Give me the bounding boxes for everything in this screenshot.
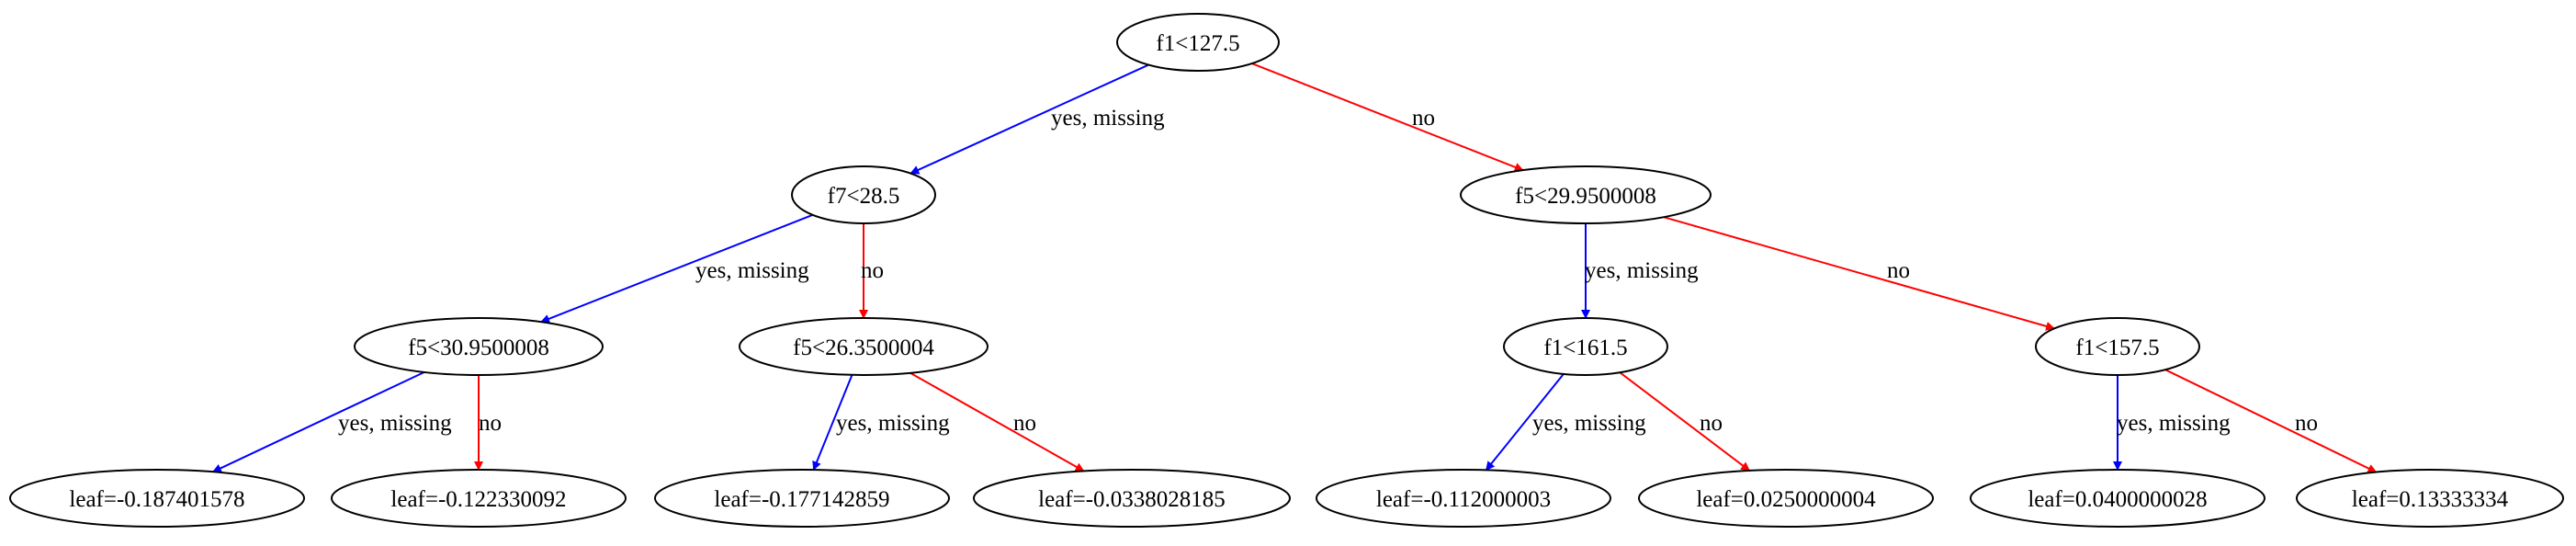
edge-n2-n5: yes, missing	[1581, 223, 1699, 319]
leaf-node: leaf=-0.177142859	[654, 469, 950, 528]
edge-label: yes, missing	[695, 258, 809, 283]
node-ellipse	[1503, 317, 1668, 376]
node-ellipse	[354, 317, 604, 376]
node-label: f1<127.5	[1156, 31, 1239, 56]
edge-n6-n14: no	[2164, 369, 2378, 473]
edge-arrow-no	[1251, 63, 1524, 172]
edge-n3-n7: yes, missing	[211, 370, 452, 473]
leaf-node: leaf=-0.0338028185	[973, 469, 1291, 528]
edge-label: no	[1013, 411, 1036, 436]
node-label: f1<157.5	[2075, 336, 2159, 360]
leaf-node: leaf=-0.187401578	[9, 469, 305, 528]
edge-label: no	[1412, 106, 1435, 131]
edges-layer: yes, missing no yes, missing no yes, missing…	[211, 63, 2378, 473]
edge-label: no	[1887, 258, 1910, 283]
split-node: f1<127.5	[1116, 13, 1280, 72]
edge-label: yes, missing	[1532, 411, 1646, 436]
split-node: f1<161.5	[1503, 317, 1668, 376]
edge-arrow-yes	[910, 63, 1149, 175]
edge-n1-n3: yes, missing	[540, 213, 813, 324]
edge-label: yes, missing	[1051, 106, 1165, 131]
node-ellipse	[791, 165, 936, 224]
split-node: f1<157.5	[2035, 317, 2200, 376]
edge-n4-n10: no	[910, 371, 1085, 472]
node-label: leaf=0.13333334	[2352, 487, 2509, 512]
node-label: leaf=-0.177142859	[714, 487, 889, 512]
node-label: leaf=-0.112000003	[1376, 487, 1551, 512]
node-ellipse	[973, 469, 1291, 528]
edge-arrow-no	[2164, 369, 2378, 473]
edge-n4-n9: yes, missing	[812, 374, 950, 472]
edge-arrow-no	[910, 371, 1085, 472]
edge-arrow-no	[1619, 371, 1751, 472]
leaf-node: leaf=0.13333334	[2296, 469, 2564, 528]
node-label: f1<161.5	[1543, 336, 1627, 360]
edge-n6-n13: yes, missing	[2113, 375, 2231, 471]
edge-label: yes, missing	[1585, 258, 1699, 283]
edge-arrow-yes	[812, 374, 853, 472]
split-node: f5<26.3500004	[739, 317, 989, 376]
edge-label: yes, missing	[2117, 411, 2231, 436]
node-ellipse	[1460, 165, 1712, 224]
edge-n1-n4: no	[859, 223, 884, 319]
node-ellipse	[1316, 469, 1611, 528]
node-ellipse	[739, 317, 989, 376]
edge-label: no	[479, 411, 502, 436]
split-node: f7<28.5	[791, 165, 936, 224]
node-label: leaf=0.0250000004	[1696, 487, 1876, 512]
leaf-node: leaf=-0.112000003	[1316, 469, 1611, 528]
edge-label: no	[2295, 411, 2318, 436]
node-label: f7<28.5	[828, 184, 900, 209]
node-label: leaf=0.0400000028	[2028, 487, 2207, 512]
node-label: f5<26.3500004	[793, 336, 934, 360]
leaf-node: leaf=0.0250000004	[1638, 469, 1934, 528]
node-label: f5<29.9500008	[1515, 184, 1656, 209]
nodes-layer: f1<127.5 f7<28.5 f5<29.9500008 f5<30.950000…	[9, 13, 2564, 528]
leaf-node: leaf=0.0400000028	[1970, 469, 2265, 528]
edge-label: no	[1700, 411, 1723, 436]
edge-n5-n11: yes, missing	[1485, 373, 1646, 472]
edge-label: yes, missing	[836, 411, 950, 436]
node-ellipse	[9, 469, 305, 528]
edge-n0-n1: yes, missing	[910, 63, 1165, 175]
edge-label: yes, missing	[338, 411, 452, 436]
node-ellipse	[2035, 317, 2200, 376]
edge-arrow-yes	[211, 370, 425, 473]
node-ellipse	[331, 469, 627, 528]
node-label: leaf=-0.122330092	[390, 487, 566, 512]
edge-n2-n6: no	[1663, 216, 2056, 331]
leaf-node: leaf=-0.122330092	[331, 469, 627, 528]
edge-arrow-yes	[540, 213, 813, 324]
node-ellipse	[2296, 469, 2564, 528]
node-ellipse	[1970, 469, 2265, 528]
node-label: leaf=-0.187401578	[69, 487, 244, 512]
edge-n3-n8: no	[474, 375, 502, 471]
node-ellipse	[1638, 469, 1934, 528]
node-label: leaf=-0.0338028185	[1038, 487, 1226, 512]
node-ellipse	[1116, 13, 1280, 72]
edge-n0-n2: no	[1251, 63, 1524, 172]
edge-arrow-no	[1663, 216, 2056, 331]
split-node: f5<29.9500008	[1460, 165, 1712, 224]
edge-arrow-yes	[1485, 373, 1565, 472]
split-node: f5<30.9500008	[354, 317, 604, 376]
node-label: f5<30.9500008	[408, 336, 549, 360]
edge-label: no	[861, 258, 884, 283]
node-ellipse	[654, 469, 950, 528]
edge-n5-n12: no	[1619, 371, 1751, 472]
